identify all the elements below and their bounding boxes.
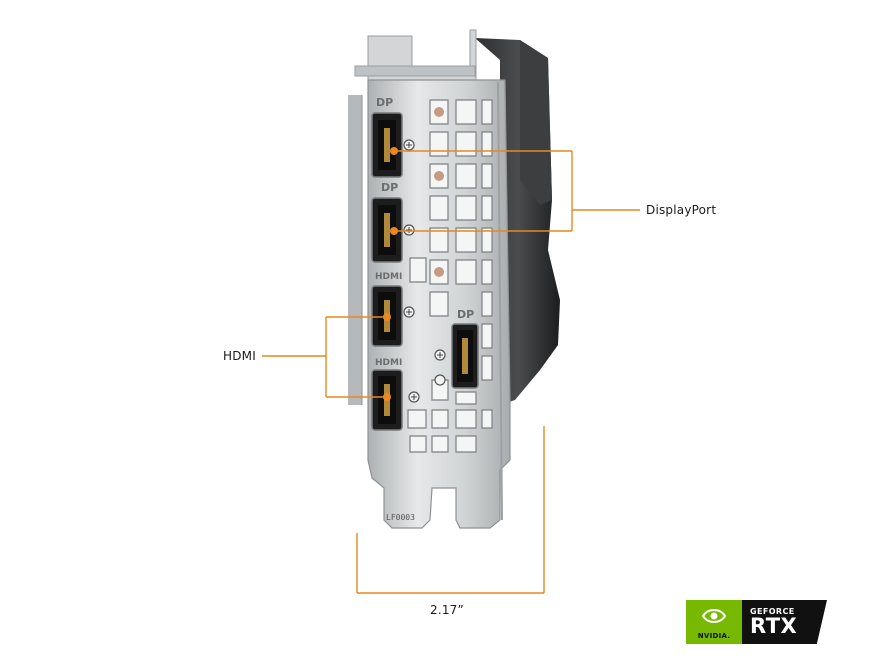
nvidia-brand-text: NVIDIA. [697, 632, 731, 640]
bracket-code: LF0003 [386, 513, 415, 522]
hdmi-callout-dots [383, 313, 391, 401]
cooler-shroud [475, 38, 560, 405]
bracket-top-tab [354, 29, 477, 83]
nvidia-eye-icon [701, 609, 727, 623]
hdmi-top-port-label: HDMI [375, 272, 402, 282]
vent-cutouts [407, 99, 493, 453]
displayport-port-3 [451, 323, 479, 389]
dp-right-port-label: DP [457, 308, 474, 321]
geforce-text: GEFORCE [750, 607, 795, 616]
displayport-callout-label: DisplayPort [646, 203, 717, 217]
width-dimension-lines [356, 426, 545, 594]
heatpipes [434, 107, 444, 277]
nvidia-logo: NVIDIA. [686, 600, 742, 644]
displayport-callout-lines [394, 150, 640, 232]
card-side-plate [348, 95, 362, 405]
dp-top-port-label: DP [376, 96, 393, 109]
hdmi-callout-label: HDMI [223, 349, 256, 363]
geforce-rtx-badge: NVIDIA. GEFORCE RTX [686, 600, 827, 644]
hdmi-bottom-port-label: HDMI [375, 358, 402, 368]
dp-second-port-label: DP [381, 181, 398, 194]
displayport-callout-dots [390, 147, 398, 235]
rtx-text: RTX [750, 614, 798, 638]
bracket-screws [403, 139, 446, 403]
hdmi-callout-lines [262, 316, 387, 398]
displayport-port-1 [371, 112, 403, 178]
geforce-rtx-text-block: GEFORCE RTX [742, 600, 827, 644]
width-measurement-label: 2.17” [430, 603, 464, 617]
displayport-port-2 [371, 197, 403, 263]
